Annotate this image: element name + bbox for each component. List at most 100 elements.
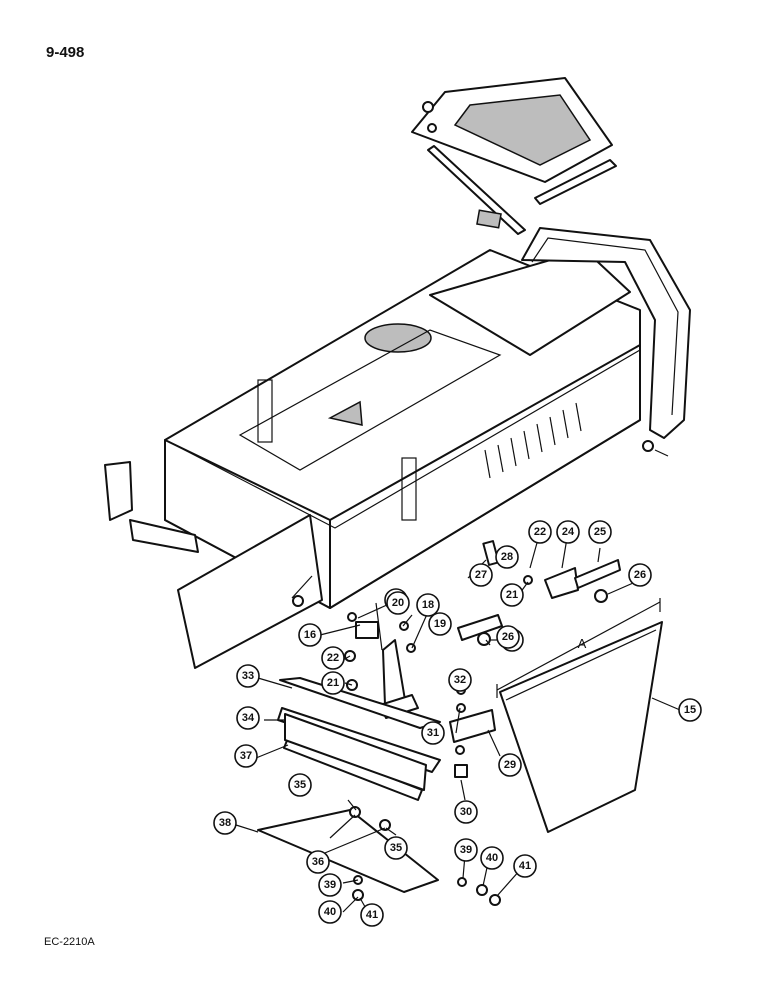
callout-circle xyxy=(384,836,408,860)
callout-label: 22 xyxy=(534,526,546,538)
callout-circle xyxy=(318,900,342,924)
callout-39: 39 xyxy=(454,838,478,862)
callout-21: 21 xyxy=(500,583,524,607)
callout-34: 34 xyxy=(236,706,260,730)
callout-circle xyxy=(498,753,522,777)
callout-25: 25 xyxy=(588,520,612,544)
top-cover-plate xyxy=(411,77,613,183)
callout-circle xyxy=(321,671,345,695)
callout-circle xyxy=(513,854,537,878)
callout-label: 35 xyxy=(390,842,402,854)
figure-code: EC-2210A xyxy=(44,936,95,948)
callout-circle xyxy=(480,846,504,870)
callout-37: 37 xyxy=(234,744,258,768)
cover-seal-strips xyxy=(427,145,617,235)
callout-label: 31 xyxy=(427,727,439,739)
hood-assembly xyxy=(164,249,641,609)
callout-41: 41 xyxy=(513,854,537,878)
callout-circle xyxy=(454,838,478,862)
callout-15: 15 xyxy=(678,698,702,722)
page-number: 9-498 xyxy=(46,44,85,61)
callout-label: 30 xyxy=(460,806,472,818)
callout-label: 29 xyxy=(504,759,516,771)
callout-label: 26 xyxy=(502,631,514,643)
callout-circle xyxy=(500,583,524,607)
callout-label: 39 xyxy=(324,879,336,891)
side-panel xyxy=(496,598,663,833)
callout-39: 39 xyxy=(318,873,342,897)
callout-circle xyxy=(213,811,237,835)
callout-circle xyxy=(588,520,612,544)
callout-27: 27 xyxy=(469,563,493,587)
grille-seal xyxy=(521,227,691,439)
callout-circle xyxy=(288,773,312,797)
callout-label: 16 xyxy=(304,629,316,641)
callout-label: 35 xyxy=(294,779,306,791)
callout-circle xyxy=(321,646,345,670)
callout-circle xyxy=(416,593,440,617)
callout-label: 40 xyxy=(324,906,336,918)
callout-circle xyxy=(454,800,478,824)
callout-label: 22 xyxy=(327,652,339,664)
hood-vents xyxy=(484,402,582,479)
callout-label: 36 xyxy=(312,856,324,868)
callout-22: 22 xyxy=(321,646,345,670)
callout-label: 33 xyxy=(242,670,254,682)
callout-circle xyxy=(496,625,520,649)
callout-20: 20 xyxy=(386,591,410,615)
callout-circle xyxy=(528,520,552,544)
callout-circle xyxy=(386,591,410,615)
callout-label: 37 xyxy=(240,750,252,762)
callout-circle xyxy=(678,698,702,722)
callout-19: 19 xyxy=(428,612,452,636)
callout-33: 33 xyxy=(236,664,260,688)
callout-circle xyxy=(628,563,652,587)
callout-label: 21 xyxy=(327,677,339,689)
callout-40: 40 xyxy=(480,846,504,870)
dimension-label: A xyxy=(578,636,587,651)
callout-circle xyxy=(318,873,342,897)
callout-circle xyxy=(298,623,322,647)
callout-circle xyxy=(421,721,445,745)
callout-32: 32 xyxy=(448,668,472,692)
callout-29: 29 xyxy=(498,753,522,777)
callout-label: 32 xyxy=(454,674,466,686)
callout-label: 41 xyxy=(366,909,378,921)
callout-circle xyxy=(234,744,258,768)
callout-16: 16 xyxy=(298,623,322,647)
lower-rails xyxy=(257,677,501,906)
callout-label: 34 xyxy=(242,712,255,724)
callout-36: 36 xyxy=(306,850,330,874)
callout-label: 39 xyxy=(460,844,472,856)
callout-label: 19 xyxy=(434,618,446,630)
callout-label: 24 xyxy=(562,526,575,538)
callout-label: 41 xyxy=(519,860,531,872)
callout-circle xyxy=(236,706,260,730)
callout-22: 22 xyxy=(528,520,552,544)
callout-label: 25 xyxy=(594,526,606,538)
callout-circle xyxy=(495,545,519,569)
callout-circle xyxy=(556,520,580,544)
callout-40: 40 xyxy=(318,900,342,924)
left-side-parts xyxy=(104,461,323,669)
callout-label: 40 xyxy=(486,852,498,864)
callout-label: 15 xyxy=(684,704,696,716)
callout-label: 18 xyxy=(422,599,434,611)
callout-35: 35 xyxy=(288,773,312,797)
callout-group: 1516171819202121222223242526262728293031… xyxy=(213,520,702,927)
callout-circle xyxy=(306,850,330,874)
callout-circle xyxy=(448,668,472,692)
callout-label: 27 xyxy=(475,569,487,581)
callout-24: 24 xyxy=(556,520,580,544)
callout-31: 31 xyxy=(421,721,445,745)
callout-label: 21 xyxy=(506,589,518,601)
callout-18: 18 xyxy=(416,593,440,617)
callout-35: 35 xyxy=(384,836,408,860)
callout-label: 20 xyxy=(392,597,404,609)
callout-circle xyxy=(360,903,384,927)
callout-label: 28 xyxy=(501,551,513,563)
callout-26: 26 xyxy=(496,625,520,649)
callout-circle xyxy=(428,612,452,636)
callout-circle xyxy=(236,664,260,688)
